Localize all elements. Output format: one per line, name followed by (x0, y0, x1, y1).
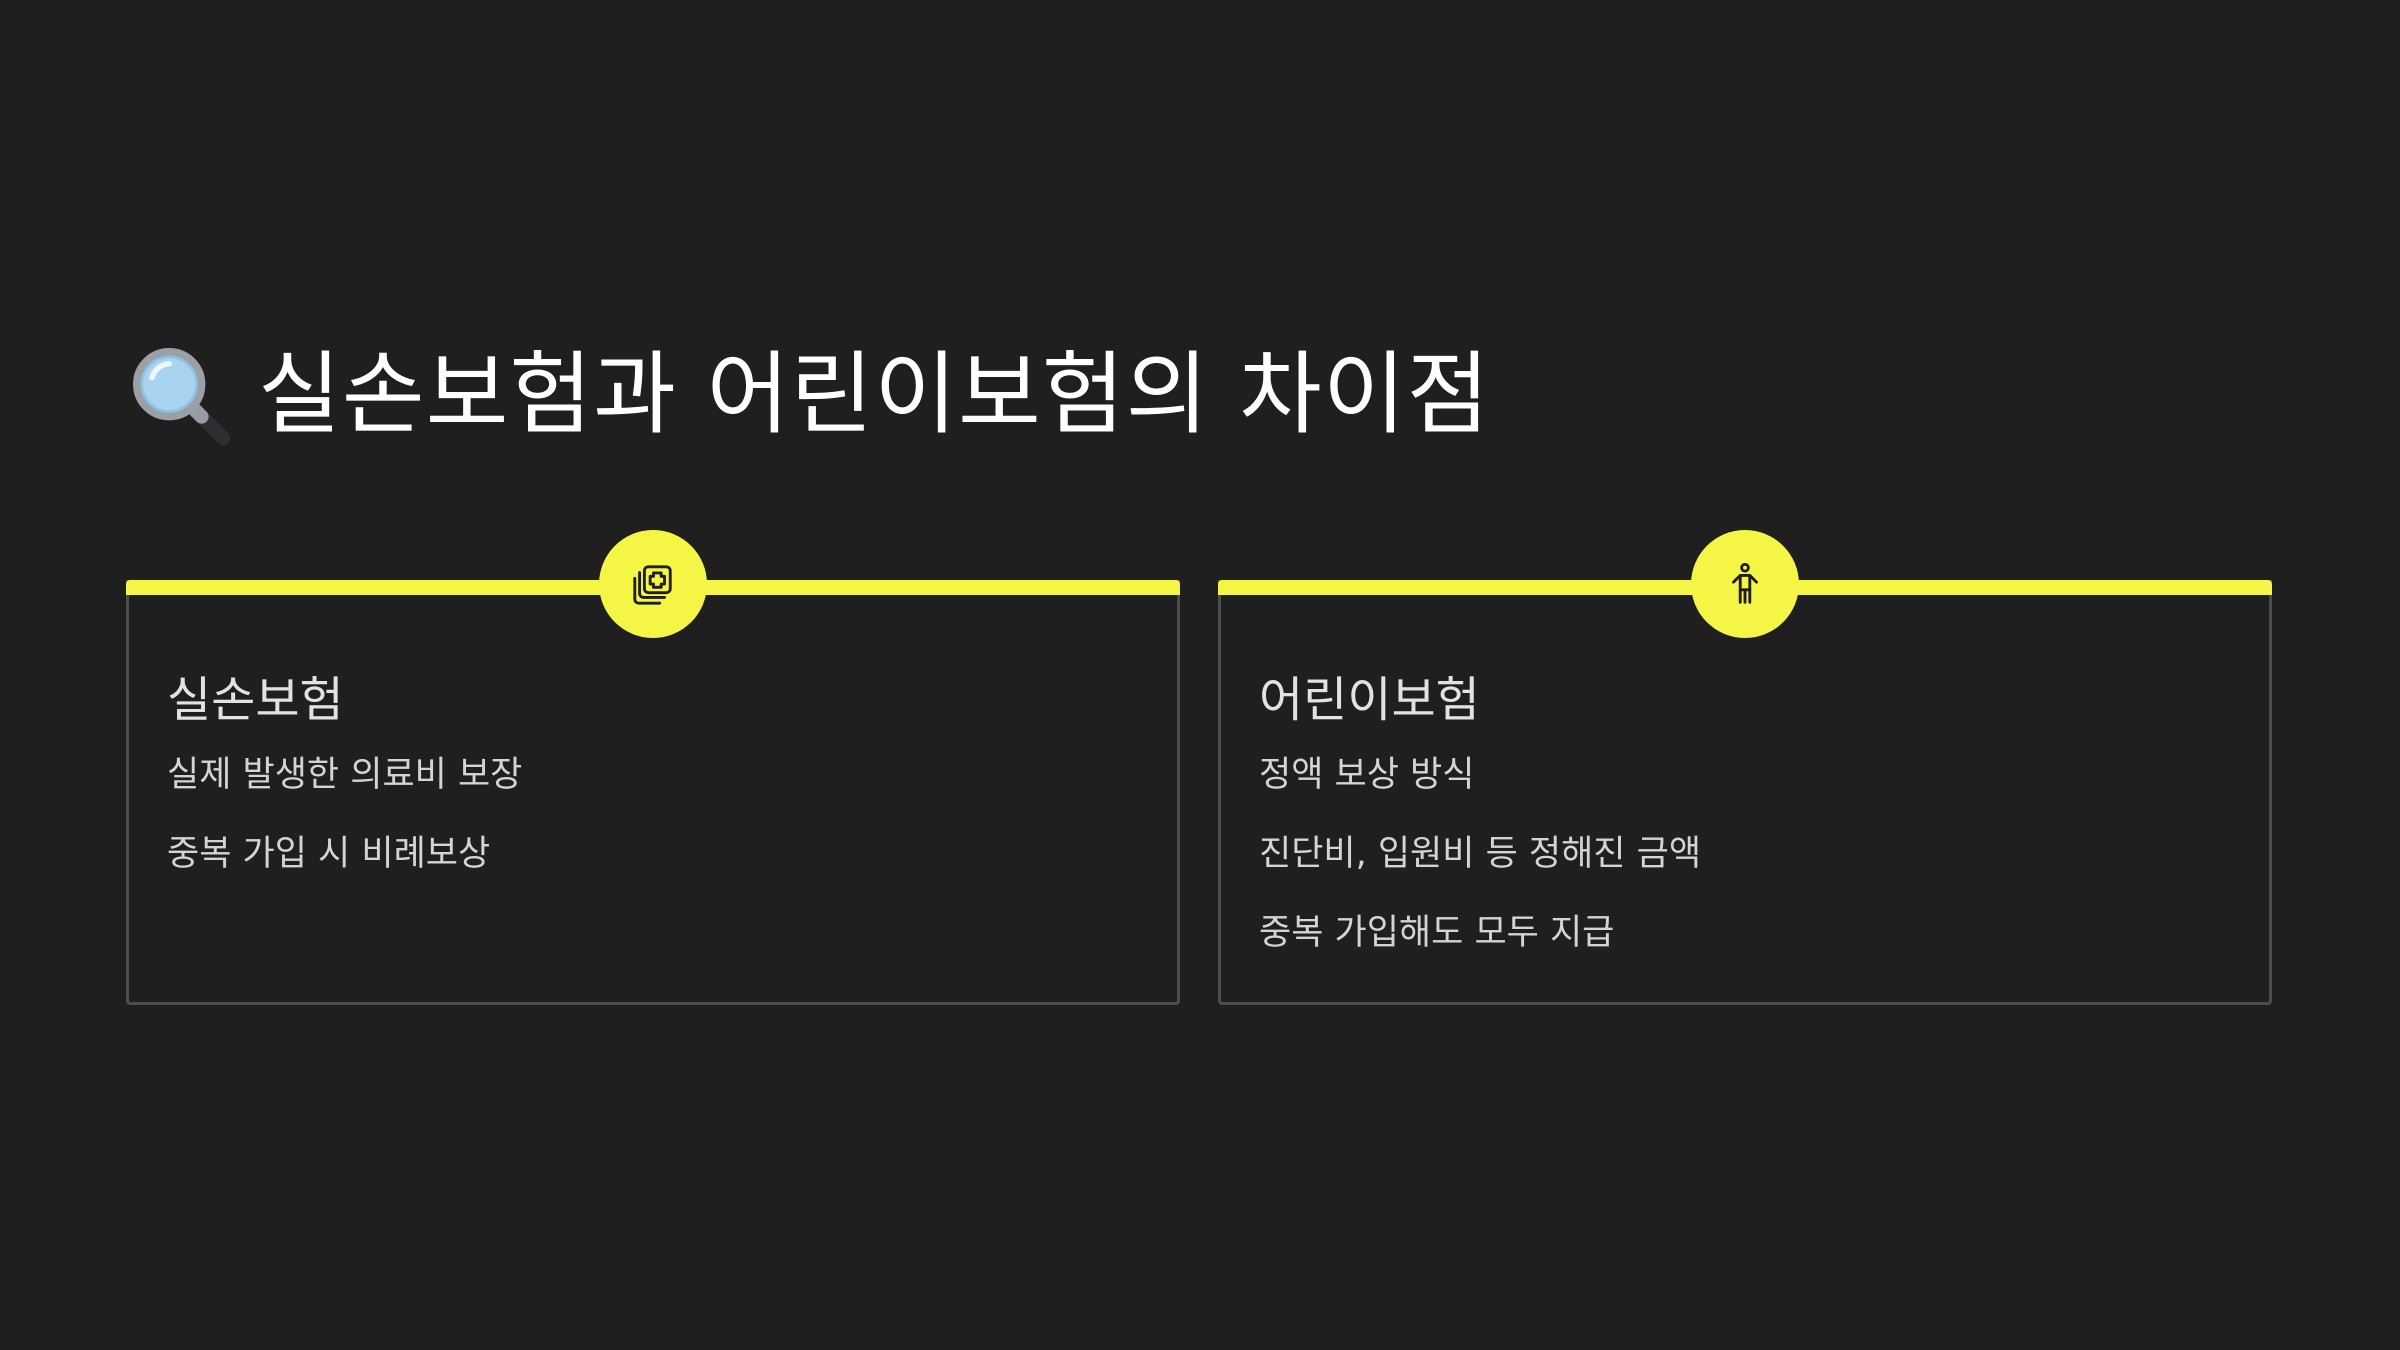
child-person-icon (1732, 562, 1758, 604)
list-item: 정액 보상 방식 (1259, 755, 1475, 795)
list-item: 실제 발생한 의료비 보장 (167, 755, 523, 795)
card-item-list: 실제 발생한 의료비 보장 중복 가입 시 비례보상 (167, 752, 522, 910)
card-silson-insurance: 실손보험 실제 발생한 의료비 보장 중복 가입 시 비례보상 (126, 530, 1180, 1005)
card-heading: 실손보험 (167, 672, 344, 728)
card-icon-badge (599, 530, 707, 638)
magnifying-glass-icon (133, 348, 231, 446)
card-icon-badge (1691, 530, 1799, 638)
card-heading: 어린이보험 (1259, 672, 1480, 728)
slide-title: 실손보험과 어린이보험의 차이점 (126, 340, 1490, 450)
card-item-list: 정액 보상 방식 진단비, 입원비 등 정해진 금액 중복 가입해도 모두 지급 (1259, 752, 1701, 989)
list-item: 진단비, 입원비 등 정해진 금액 (1259, 834, 1702, 874)
medical-records-plus-icon (633, 565, 672, 605)
list-item: 중복 가입 시 비례보상 (167, 834, 491, 874)
card-children-insurance: 어린이보험 정액 보상 방식 진단비, 입원비 등 정해진 금액 중복 가입해도… (1218, 530, 2272, 1005)
list-item: 중복 가입해도 모두 지급 (1259, 913, 1615, 953)
page-title: 실손보험과 어린이보험의 차이점 (258, 342, 1491, 447)
